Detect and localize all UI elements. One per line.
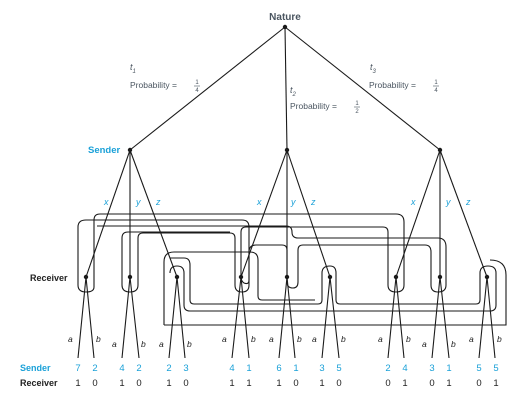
svg-text:0: 0	[92, 378, 97, 389]
msg-x-t3: x	[410, 197, 416, 207]
svg-text:t2: t2	[290, 85, 297, 98]
edge-nature-t1	[129, 26, 286, 151]
svg-text:5: 5	[336, 363, 341, 374]
svg-text:0: 0	[293, 378, 298, 389]
type-t1-label: t1 Probability = 1 4	[130, 62, 200, 94]
svg-text:Probability =: Probability =	[290, 101, 337, 111]
svg-text:4: 4	[402, 363, 407, 374]
svg-text:b: b	[297, 334, 302, 344]
svg-text:a: a	[68, 334, 73, 344]
svg-text:1: 1	[293, 363, 298, 374]
sender-label: Sender	[88, 145, 121, 156]
msg-x-t1: x	[103, 197, 109, 207]
msg-y-t1: y	[135, 197, 141, 207]
svg-text:5: 5	[476, 363, 481, 374]
svg-text:4: 4	[119, 363, 124, 374]
svg-text:a: a	[469, 334, 474, 344]
svg-text:1: 1	[319, 378, 324, 389]
svg-text:b: b	[341, 334, 346, 344]
svg-text:0: 0	[136, 378, 141, 389]
svg-text:3: 3	[319, 363, 324, 374]
svg-text:2: 2	[136, 363, 141, 374]
svg-text:b: b	[96, 334, 101, 344]
svg-text:Probability =: Probability =	[369, 80, 416, 90]
svg-text:a: a	[159, 339, 164, 349]
msg-z-t2: z	[310, 197, 316, 207]
svg-text:Probability =: Probability =	[130, 80, 177, 90]
svg-text:b: b	[497, 334, 502, 344]
svg-text:7: 7	[75, 363, 80, 374]
svg-text:1: 1	[246, 378, 251, 389]
svg-text:4: 4	[229, 363, 234, 374]
info-set-y-tail	[121, 231, 230, 293]
svg-text:4: 4	[434, 88, 438, 94]
sender-payoffs: 7 2 4 2 2 3 4 1 6 1 3 5 2 4 3 1 5 5	[75, 363, 498, 374]
svg-text:a: a	[222, 334, 227, 344]
svg-text:1: 1	[195, 80, 199, 86]
receiver-edges	[77, 276, 496, 359]
svg-text:1: 1	[75, 378, 80, 389]
info-set-z-base	[164, 259, 507, 326]
svg-text:b: b	[187, 339, 192, 349]
edge-nature-t2	[284, 26, 288, 151]
msg-z-t3: z	[465, 197, 471, 207]
svg-text:b: b	[251, 334, 256, 344]
svg-text:1: 1	[119, 378, 124, 389]
svg-text:1: 1	[276, 378, 281, 389]
svg-text:0: 0	[183, 378, 188, 389]
svg-text:5: 5	[493, 363, 498, 374]
svg-text:2: 2	[92, 363, 97, 374]
svg-text:1: 1	[446, 378, 451, 389]
svg-text:0: 0	[476, 378, 481, 389]
svg-text:1: 1	[402, 378, 407, 389]
payoff-sender-label: Sender	[20, 363, 51, 373]
svg-text:1: 1	[446, 363, 451, 374]
svg-text:b: b	[141, 339, 146, 349]
svg-text:0: 0	[385, 378, 390, 389]
type-t2-label: t2 Probability = 1 2	[290, 85, 360, 115]
svg-text:1: 1	[166, 378, 171, 389]
receiver-label: Receiver	[30, 273, 68, 283]
svg-text:2: 2	[166, 363, 171, 374]
info-set-z-outer	[163, 251, 315, 325]
type-t3-label: t3 Probability = 1 4	[369, 62, 439, 94]
info-set-x	[77, 213, 405, 293]
msg-z-t1: z	[155, 197, 161, 207]
svg-text:a: a	[378, 334, 383, 344]
nature-label: Nature	[269, 12, 301, 23]
info-set-z	[169, 257, 497, 312]
svg-text:2: 2	[385, 363, 390, 374]
svg-text:4: 4	[195, 88, 199, 94]
svg-text:1: 1	[246, 363, 251, 374]
svg-text:3: 3	[183, 363, 188, 374]
svg-text:3: 3	[429, 363, 434, 374]
svg-text:a: a	[312, 334, 317, 344]
svg-text:0: 0	[336, 378, 341, 389]
svg-text:b: b	[406, 334, 411, 344]
svg-text:t3: t3	[370, 62, 377, 75]
msg-y-t3: y	[445, 197, 451, 207]
msg-x-t2: x	[256, 197, 262, 207]
svg-text:2: 2	[355, 109, 359, 115]
svg-text:1: 1	[229, 378, 234, 389]
svg-text:b: b	[451, 339, 456, 349]
info-set-y	[96, 225, 447, 293]
svg-text:6: 6	[276, 363, 281, 374]
svg-text:a: a	[112, 339, 117, 349]
svg-text:1: 1	[355, 101, 359, 107]
svg-text:1: 1	[434, 80, 438, 86]
svg-text:1: 1	[493, 378, 498, 389]
svg-text:a: a	[269, 334, 274, 344]
msg-y-t2: y	[290, 197, 296, 207]
svg-text:0: 0	[429, 378, 434, 389]
edge-nature-t3	[284, 26, 441, 151]
svg-text:t1: t1	[130, 62, 136, 75]
svg-text:a: a	[422, 339, 427, 349]
receiver-payoffs: 1 0 1 0 1 0 1 1 1 0 1 0 0 1 0 1 0 1	[75, 378, 498, 389]
payoff-receiver-label: Receiver	[20, 378, 58, 388]
